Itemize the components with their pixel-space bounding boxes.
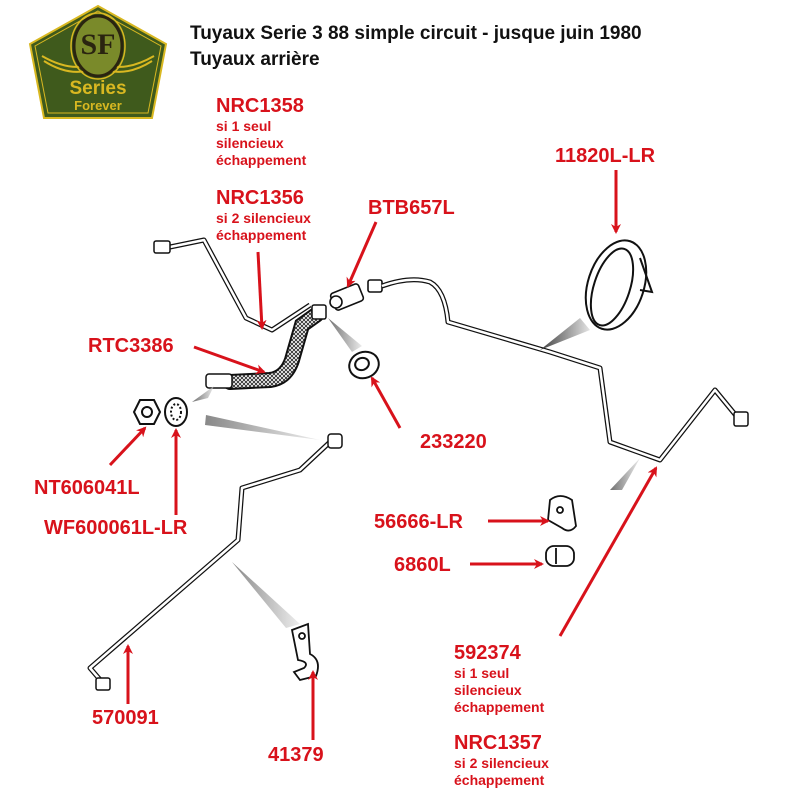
- part-note-nrc1357: si 2 silencieux échappement: [454, 755, 549, 789]
- part-label-41379[interactable]: 41379: [268, 744, 324, 766]
- part-label-592374[interactable]: 592374: [454, 642, 521, 664]
- part-label-6860l[interactable]: 6860L: [394, 554, 451, 576]
- part-label-wf600061l-lr[interactable]: WF600061L-LR: [44, 517, 188, 539]
- logo-text-series: Series: [69, 78, 127, 99]
- part-label-nrc1356[interactable]: NRC1356: [216, 187, 304, 209]
- page-subtitle: Tuyaux arrière: [190, 49, 320, 70]
- callout-arrows: [108, 170, 658, 740]
- series-forever-logo: SF Series Forever: [26, 4, 170, 124]
- pipe-fitting: [153, 240, 171, 254]
- lock-washer: [164, 397, 188, 427]
- note-line: si 1 seul: [216, 118, 272, 134]
- part-label-233220[interactable]: 233220: [420, 431, 487, 453]
- note-line: échappement: [454, 772, 545, 788]
- page-title: Tuyaux Serie 3 88 simple circuit - jusqu…: [190, 23, 642, 44]
- part-label-nrc1358[interactable]: NRC1358: [216, 95, 304, 117]
- note-line: échappement: [216, 227, 307, 243]
- part-label-56666-lr[interactable]: 56666-LR: [374, 511, 463, 533]
- clip-56666: [547, 495, 577, 532]
- part-label-nrc1357[interactable]: NRC1357: [454, 732, 542, 754]
- part-label-btb657l[interactable]: BTB657L: [368, 197, 455, 219]
- part-label-nt606041l[interactable]: NT606041L: [34, 477, 140, 499]
- note-line: si 2 silencieux: [454, 755, 549, 771]
- note-line: silencieux: [216, 135, 284, 151]
- logo-monogram: SF: [80, 28, 116, 61]
- flexible-hose: [224, 309, 322, 388]
- pipe-clip-ring: [584, 239, 654, 331]
- nut: [132, 399, 162, 425]
- part-label-570091[interactable]: 570091: [92, 707, 159, 729]
- note-line: échappement: [216, 152, 307, 168]
- part-note-592374: si 1 seul silencieux échappement: [454, 665, 544, 716]
- t-piece: [329, 279, 383, 311]
- part-note-nrc1358: si 1 seul silencieux échappement: [216, 118, 306, 169]
- p-clip: [290, 622, 319, 682]
- washer: [348, 350, 380, 380]
- note-line: échappement: [454, 699, 545, 715]
- pipe-nrc1358: [169, 237, 312, 333]
- part-label-rtc3386[interactable]: RTC3386: [88, 335, 174, 357]
- part-note-nrc1356: si 2 silencieux échappement: [216, 210, 311, 244]
- note-line: si 2 silencieux: [216, 210, 311, 226]
- logo-text-forever: Forever: [74, 98, 122, 113]
- note-line: silencieux: [454, 682, 522, 698]
- part-label-11820l-lr[interactable]: 11820L-LR: [555, 145, 656, 167]
- grommet-6860l: [545, 545, 575, 567]
- note-line: si 1 seul: [454, 665, 510, 681]
